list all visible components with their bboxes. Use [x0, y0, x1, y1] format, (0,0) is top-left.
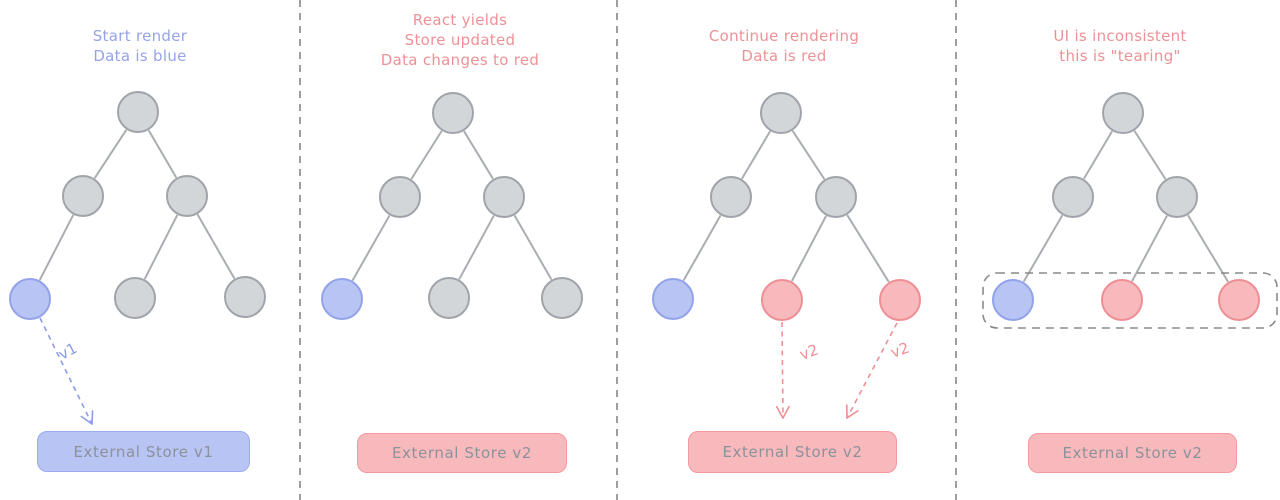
tearing-highlight-box [982, 272, 1278, 329]
external-store-label: External Store v2 [391, 444, 533, 462]
external-store-box-v2: External Store v2 [1028, 433, 1237, 473]
component-node-red [761, 279, 803, 321]
component-node-blue [652, 278, 694, 320]
version-label: v2 [888, 339, 911, 362]
tree-edge [148, 130, 177, 178]
component-node-red [1101, 279, 1143, 321]
panel-title-react-yields: React yields Store updated Data changes … [380, 11, 540, 69]
tree-edge [846, 214, 890, 283]
component-node-blue [321, 278, 363, 320]
tree-edge [741, 130, 771, 180]
tree-edge [1023, 215, 1063, 282]
arrowhead [846, 410, 859, 419]
store-read-arrow [846, 322, 898, 419]
arrowhead [91, 410, 94, 425]
component-node-gray [379, 176, 421, 218]
component-node-gray [760, 92, 802, 134]
tree-edge [351, 215, 391, 281]
external-store-box-v2: External Store v2 [688, 431, 897, 473]
component-node-gray [224, 276, 266, 318]
component-node-blue [992, 279, 1034, 321]
component-node-gray [1102, 92, 1144, 134]
component-node-gray [541, 277, 583, 319]
component-node-gray [117, 91, 159, 133]
tree-edge [410, 130, 443, 180]
component-node-gray [428, 277, 470, 319]
tree-edge [196, 214, 236, 279]
panel-title-start-render: Start render Data is blue [92, 27, 188, 65]
tree-edge [1083, 130, 1113, 180]
store-read-arrow [781, 321, 784, 419]
tree-edge [94, 129, 127, 179]
tree-edge [513, 215, 553, 280]
arrowhead [80, 415, 93, 425]
external-store-box-v1: External Store v1 [37, 431, 250, 472]
component-node-gray [166, 175, 208, 217]
tree-edge [1187, 214, 1229, 283]
external-store-label: External Store v2 [1062, 444, 1203, 462]
tree-edge [1131, 215, 1168, 282]
component-node-red [879, 279, 921, 321]
component-node-gray [483, 176, 525, 218]
tree-edge [682, 215, 722, 281]
store-read-arrow [39, 317, 93, 425]
panel-title-continue-rendering: Continue rendering Data is red [708, 27, 860, 65]
version-label: v2 [797, 341, 820, 364]
component-node-gray [815, 176, 857, 218]
component-node-red [1218, 279, 1260, 321]
tree-edge [458, 215, 495, 280]
tree-edge [143, 214, 179, 280]
external-store-box-v2: External Store v2 [357, 433, 567, 473]
arrowhead [775, 405, 784, 419]
component-node-gray [1156, 176, 1198, 218]
external-store-label: External Store v2 [722, 443, 863, 461]
external-store-label: External Store v1 [73, 442, 214, 461]
panel-title-ui-inconsistent: UI is inconsistent this is "tearing" [1053, 27, 1187, 65]
tree-edge [1133, 130, 1167, 180]
component-node-gray [432, 92, 474, 134]
component-node-gray [710, 176, 752, 218]
tree-edge [792, 130, 825, 180]
tree-edge [791, 215, 827, 282]
component-node-blue [9, 278, 51, 320]
tree-edge [39, 214, 74, 281]
component-node-gray [114, 277, 156, 319]
component-node-gray [62, 175, 104, 217]
component-node-gray [1052, 176, 1094, 218]
tree-edge [463, 130, 494, 180]
version-label: v1 [55, 339, 80, 364]
arrowhead [782, 405, 790, 419]
